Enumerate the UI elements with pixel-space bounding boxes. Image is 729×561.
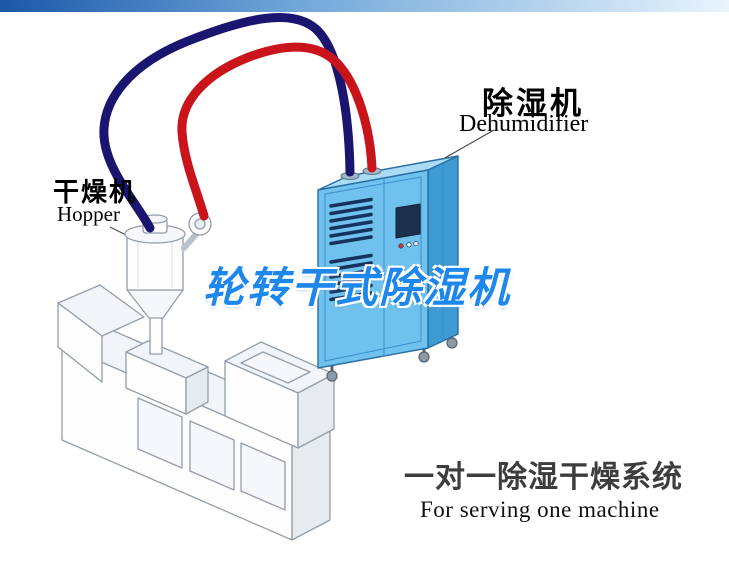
dehumidifier-label-en: Dehumidifier — [459, 111, 589, 137]
control-button — [406, 242, 412, 248]
caster-wheel — [326, 370, 338, 382]
top-gradient-bar — [0, 0, 729, 12]
hopper-illustration — [124, 212, 212, 355]
control-button — [398, 243, 404, 249]
extruder-door-panel — [137, 397, 183, 469]
extruder-illustration — [57, 284, 335, 541]
hopper-label-en: Hopper — [57, 202, 120, 226]
air-vent-grille — [329, 197, 373, 246]
extruder-door-panel — [240, 442, 286, 511]
air-vent-grille — [329, 253, 373, 302]
extruder-door-panel — [189, 420, 235, 491]
dehumidifier-illustration — [317, 155, 459, 382]
caster-wheel — [418, 351, 430, 363]
caption-en: For serving one machine — [420, 497, 660, 522]
dehumidifier-label-cn: 除湿机 — [482, 86, 584, 121]
dehumidifier-pointer-line — [435, 129, 495, 164]
hopper-label-cn: 干燥机 — [53, 177, 138, 207]
watermark-text: 轮转干式除湿机 — [203, 264, 512, 311]
control-button — [413, 241, 419, 247]
caption-cn: 一对一除湿干燥系统 — [404, 461, 683, 494]
caster-wheel — [446, 337, 458, 349]
control-panel — [395, 203, 421, 239]
return-pipe — [177, 42, 377, 221]
